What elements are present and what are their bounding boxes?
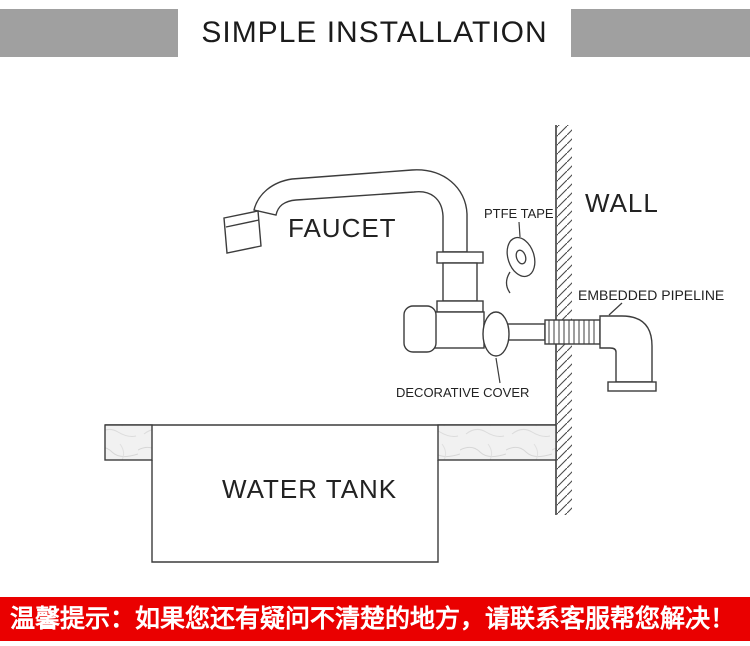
water-tank-label: WATER TANK (222, 474, 397, 504)
pipe-threads (548, 320, 595, 344)
faucet-nozzle (223, 210, 262, 254)
tape-strip (505, 271, 511, 294)
embedded-pipeline-label: EMBEDDED PIPELINE (578, 287, 724, 303)
service-notice-banner: 温馨提示：如果您还有疑问不清楚的地方，请联系客服帮您解决！ (0, 597, 750, 641)
faucet-handle (403, 305, 437, 353)
counter-left-block (104, 424, 153, 461)
faucet-label: FAUCET (288, 213, 397, 243)
nozzle-band-line (225, 219, 260, 228)
wall-label: WALL (585, 188, 659, 218)
water-tank-drawing (104, 424, 557, 563)
counter-right-block (437, 424, 557, 461)
ptfe-leader-line (518, 221, 521, 238)
faucet-lower-flange (436, 300, 484, 313)
page-title: SIMPLE INSTALLATION (201, 16, 548, 49)
faucet-upper-flange (436, 251, 484, 264)
service-notice-text: 温馨提示：如果您还有疑问不清楚的地方，请联系客服帮您解决！ (10, 605, 736, 633)
faucet-tee-body (433, 311, 485, 349)
cover-leader-line (495, 357, 501, 384)
header-bar-left (0, 9, 178, 57)
leader-lines (495, 221, 623, 384)
embedded-elbow-pipe (599, 315, 653, 383)
faucet-drawing (223, 169, 657, 392)
threaded-pipe (544, 319, 601, 345)
pipeline-leader-line (608, 302, 623, 316)
tank-outline (151, 460, 439, 563)
ptfe-tape-drawing (505, 236, 536, 294)
decorative-cover-label: DECORATIVE COVER (396, 385, 529, 400)
faucet-body (442, 262, 478, 302)
ptfe-tape-label: PTFE TAPE (484, 206, 554, 221)
elbow-flange (607, 381, 657, 392)
header-bar-right (571, 9, 750, 57)
tape-roll-hole (515, 249, 527, 265)
decorative-cover-shape (482, 311, 510, 357)
